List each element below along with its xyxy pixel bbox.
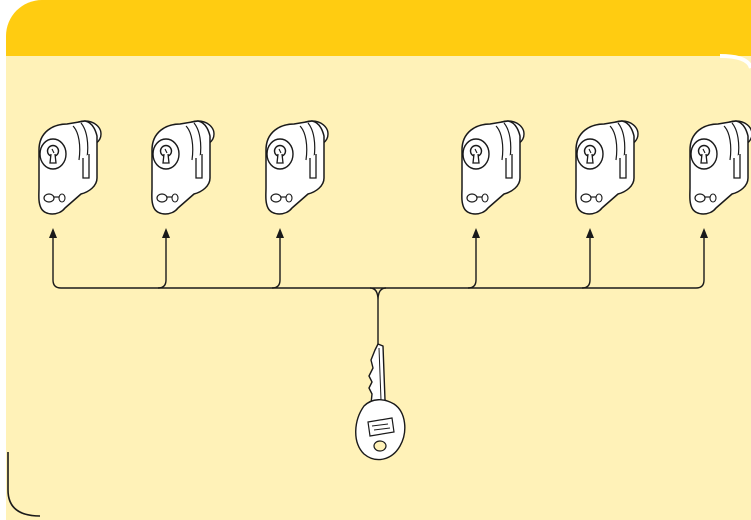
arrow-6 <box>700 228 708 238</box>
panel-edge <box>7 452 41 517</box>
key-stem <box>369 287 387 344</box>
panel-corner <box>719 54 751 69</box>
lock-cylinder-5 <box>575 120 639 215</box>
distribution-bus <box>52 279 705 289</box>
arrow-5 <box>586 228 594 238</box>
lock-cylinder-1 <box>38 120 102 215</box>
arrow-4 <box>472 228 480 238</box>
header-band <box>6 0 751 56</box>
key-icon <box>355 343 406 461</box>
lock-cylinder-4 <box>461 120 525 215</box>
lock-cylinder-6 <box>689 120 751 215</box>
arrow-2 <box>162 228 170 238</box>
cylinder-row <box>38 120 751 215</box>
arrow-1 <box>49 228 57 238</box>
arrow-3 <box>276 228 284 238</box>
lock-cylinder-2 <box>151 120 215 215</box>
lock-cylinder-3 <box>265 120 329 215</box>
connector-tree <box>49 228 708 344</box>
